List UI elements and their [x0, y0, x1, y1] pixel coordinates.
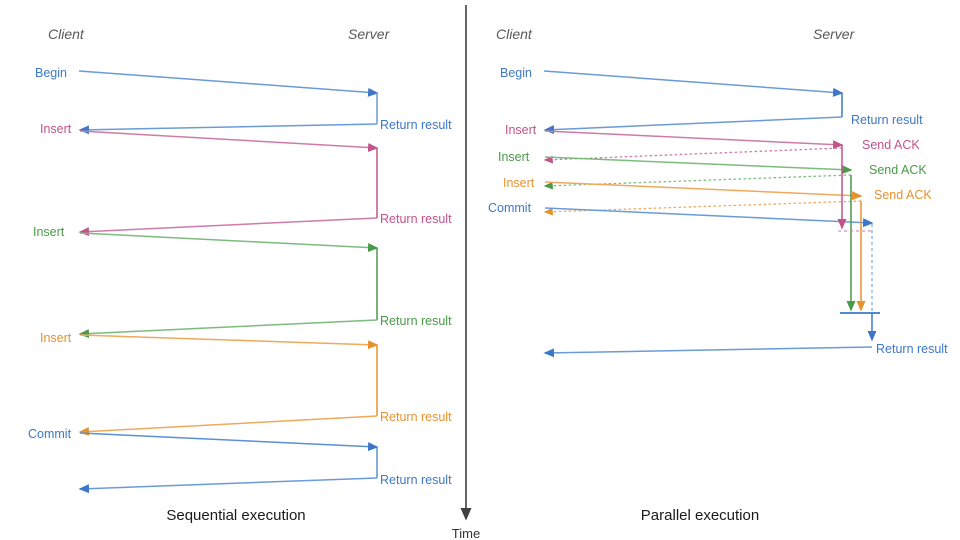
message-label-return-result-2: Return result — [380, 212, 452, 226]
message-label-insert-3-parallel: Insert — [503, 176, 535, 190]
arrow-begin-response-parallel — [543, 116, 843, 135]
message-insert-3-parallel: Insert Send ACK — [503, 176, 932, 216]
message-begin: Begin Return result — [35, 66, 452, 135]
join-and-return: Return result — [543, 312, 948, 358]
message-label-insert-2: Insert — [33, 225, 65, 239]
arrow-insert-1-response — [78, 217, 378, 237]
message-label-insert-3: Insert — [40, 331, 72, 345]
message-insert-1-parallel: Insert Send ACK — [505, 123, 920, 164]
message-label-return-result-1: Return result — [380, 118, 452, 132]
arrow-insert-2-request-parallel — [544, 156, 853, 175]
message-label-return-result-3: Return result — [380, 314, 452, 328]
message-label-commit: Commit — [28, 427, 72, 441]
message-commit-parallel: Commit — [488, 201, 874, 228]
panel-sequential: Client Server Begin Return result Insert… — [28, 26, 452, 524]
arrow-commit-request-parallel — [544, 207, 874, 228]
message-label-return-result-parallel-1: Return result — [851, 113, 923, 127]
caption-sequential: Sequential execution — [166, 507, 305, 524]
message-label-return-result-5: Return result — [380, 473, 452, 487]
actor-label-server: Server — [348, 26, 391, 42]
arrow-begin-request-parallel — [543, 70, 844, 97]
arrow-insert-3-request-parallel — [544, 181, 863, 201]
message-label-send-ack-1: Send ACK — [862, 138, 920, 152]
message-label-insert-2-parallel: Insert — [498, 150, 530, 164]
panel-parallel: Client Server Begin Return result Insert… — [488, 26, 948, 524]
message-label-return-result-parallel-2: Return result — [876, 342, 948, 356]
message-label-commit-parallel: Commit — [488, 201, 532, 215]
message-label-begin-parallel: Begin — [500, 66, 532, 80]
time-axis: Time — [452, 5, 480, 540]
arrow-insert-2-request — [79, 232, 379, 253]
message-label-return-result-4: Return result — [380, 410, 452, 424]
arrow-insert-3-response — [78, 415, 378, 437]
actor-label-client: Client — [48, 26, 85, 42]
arrow-insert-2-response — [78, 319, 378, 339]
actor-label-server-parallel: Server — [813, 26, 856, 42]
arrow-begin-response — [78, 123, 378, 135]
arrow-insert-1-request — [79, 130, 379, 152]
message-label-insert-1: Insert — [40, 122, 72, 136]
message-label-send-ack-2: Send ACK — [869, 163, 927, 177]
message-insert-2: Insert Return result — [33, 225, 452, 339]
arrow-final-return-parallel — [543, 346, 873, 358]
arrow-begin-request — [78, 70, 379, 97]
message-insert-2-parallel: Insert Send ACK — [498, 150, 927, 190]
message-insert-3: Insert Return result — [40, 331, 452, 437]
arrow-commit-response — [78, 477, 378, 494]
message-begin-parallel: Begin Return result — [500, 66, 923, 135]
actor-label-client-parallel: Client — [496, 26, 533, 42]
arrow-insert-3-request — [79, 334, 379, 350]
message-label-insert-1-parallel: Insert — [505, 123, 537, 137]
arrow-insert-1-request-parallel — [544, 130, 844, 150]
message-label-begin: Begin — [35, 66, 67, 80]
message-label-send-ack-3: Send ACK — [874, 188, 932, 202]
server-lanes — [837, 145, 873, 312]
time-axis-label: Time — [452, 526, 480, 540]
caption-parallel: Parallel execution — [641, 507, 759, 524]
message-commit: Commit Return result — [28, 427, 452, 494]
arrow-commit-request — [79, 432, 379, 452]
message-insert-1: Insert Return result — [40, 122, 452, 237]
